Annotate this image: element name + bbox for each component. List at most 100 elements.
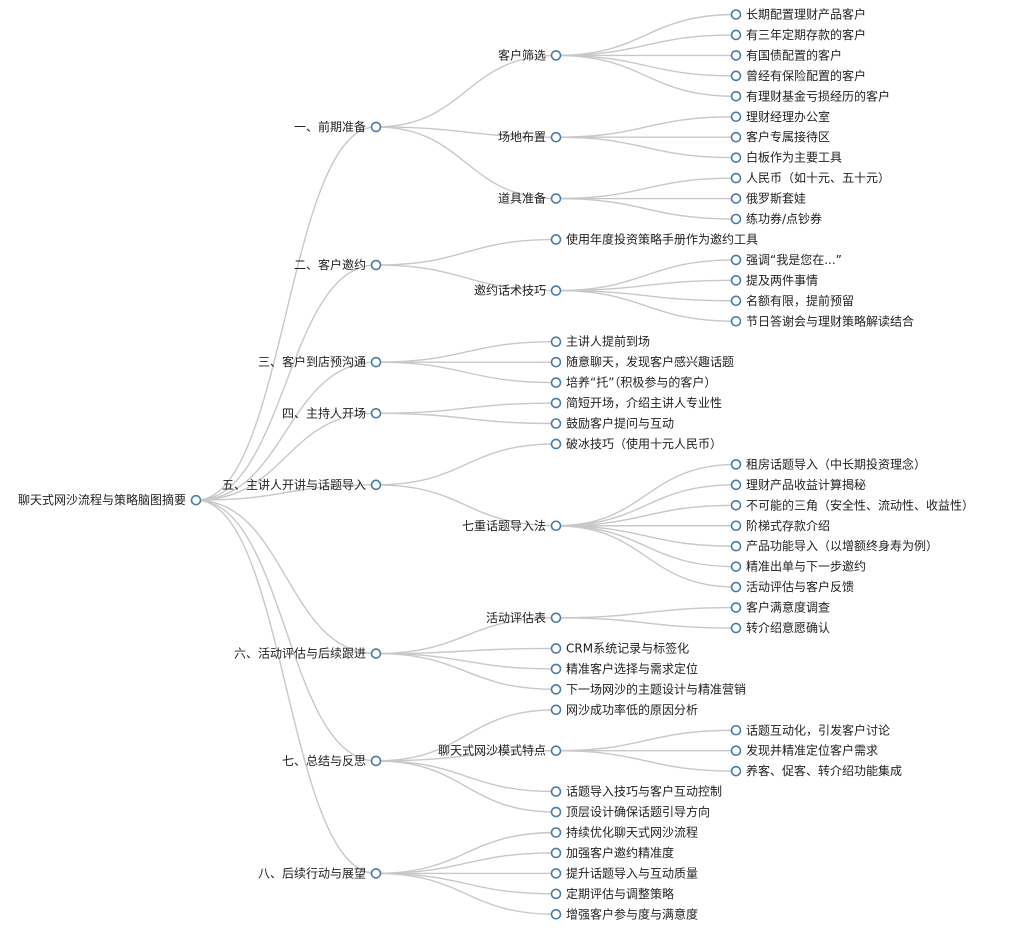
- node-toggle-circle[interactable]: [730, 520, 742, 532]
- mindmap-node[interactable]: 加强客户邀约精准度: [550, 845, 675, 860]
- mindmap-node[interactable]: 节日答谢会与理财策略解读结合: [730, 313, 915, 328]
- mindmap-node[interactable]: 五、主讲人开讲与话题导入: [222, 477, 382, 492]
- node-toggle-circle[interactable]: [370, 121, 382, 133]
- node-toggle-circle[interactable]: [370, 648, 382, 659]
- node-toggle-circle[interactable]: [550, 397, 562, 409]
- mindmap-node[interactable]: 八、后续行动与展望: [258, 866, 382, 880]
- mindmap-node[interactable]: 活动评估表: [486, 611, 562, 625]
- node-toggle-circle[interactable]: [370, 259, 382, 271]
- mindmap-node[interactable]: 租房话题导入（中长期投资理念）: [730, 456, 927, 471]
- node-toggle-circle[interactable]: [730, 172, 742, 184]
- mindmap-node[interactable]: 理财产品收益计算揭秘: [730, 477, 867, 492]
- mindmap-node[interactable]: 一、前期准备: [294, 119, 382, 134]
- node-toggle-circle[interactable]: [550, 847, 562, 859]
- node-toggle-circle[interactable]: [730, 745, 742, 757]
- mindmap-node[interactable]: 鼓励客户提问与互动: [550, 416, 675, 431]
- node-toggle-circle[interactable]: [730, 295, 742, 307]
- mindmap-node[interactable]: 邀约话术技巧: [474, 283, 562, 298]
- node-toggle-circle[interactable]: [550, 193, 562, 204]
- mindmap-node[interactable]: 名额有限，提前预留: [730, 293, 855, 308]
- node-toggle-circle[interactable]: [550, 438, 562, 450]
- node-toggle-circle[interactable]: [550, 806, 562, 818]
- node-toggle-circle[interactable]: [550, 684, 562, 695]
- node-toggle-circle[interactable]: [730, 254, 742, 266]
- node-toggle-circle[interactable]: [550, 888, 562, 900]
- node-toggle-circle[interactable]: [550, 663, 562, 675]
- mindmap-node[interactable]: 长期配置理财产品客户: [730, 7, 867, 22]
- root-node[interactable]: 聊天式网沙流程与策略脑图摘要: [18, 492, 202, 507]
- node-toggle-circle[interactable]: [550, 612, 562, 624]
- node-toggle-circle[interactable]: [730, 29, 742, 41]
- node-toggle-circle[interactable]: [550, 285, 562, 296]
- node-toggle-circle[interactable]: [730, 152, 742, 163]
- mindmap-node[interactable]: 有理财基金亏损经历的客户: [730, 88, 891, 103]
- node-toggle-circle[interactable]: [550, 520, 562, 532]
- mindmap-node[interactable]: 曾经有保险配置的客户: [730, 68, 867, 83]
- node-toggle-circle[interactable]: [370, 755, 382, 767]
- node-toggle-circle[interactable]: [730, 91, 742, 102]
- node-toggle-circle[interactable]: [550, 908, 562, 920]
- node-toggle-circle[interactable]: [550, 336, 562, 348]
- mindmap-node[interactable]: 场地布置: [498, 130, 562, 144]
- mindmap-node[interactable]: 三、客户到店预沟通: [258, 354, 382, 369]
- node-toggle-circle[interactable]: [550, 50, 562, 61]
- mindmap-node[interactable]: 话题导入技巧与客户互动控制: [550, 784, 723, 799]
- node-toggle-circle[interactable]: [730, 70, 742, 82]
- mindmap-node[interactable]: 人民币（如十元、五十元）: [730, 170, 891, 185]
- node-toggle-circle[interactable]: [550, 786, 562, 797]
- node-toggle-circle[interactable]: [550, 356, 562, 368]
- mindmap-node[interactable]: 培养“托”（积极参与的客户）: [550, 375, 717, 390]
- mindmap-node[interactable]: 提及两件事情: [730, 272, 819, 287]
- mindmap-node[interactable]: 产品功能导入（以增额终身寿为例）: [730, 538, 939, 553]
- mindmap-node[interactable]: 增强客户参与度与满意度: [550, 906, 699, 921]
- mindmap-node[interactable]: 使用年度投资策略手册作为邀约工具: [550, 231, 759, 246]
- mindmap-node[interactable]: 顶层设计确保话题引导方向: [550, 804, 711, 819]
- node-toggle-circle[interactable]: [730, 479, 742, 491]
- node-toggle-circle[interactable]: [550, 131, 562, 143]
- mindmap-node[interactable]: 下一场网沙的主题设计与精准营销: [550, 681, 747, 696]
- node-toggle-circle[interactable]: [550, 234, 562, 245]
- node-toggle-circle[interactable]: [550, 643, 562, 654]
- mindmap-node[interactable]: 道具准备: [498, 192, 562, 206]
- mindmap-node[interactable]: 俄罗斯套娃: [730, 192, 807, 206]
- node-toggle-circle[interactable]: [730, 765, 742, 777]
- mindmap-node[interactable]: 持续优化聊天式网沙流程: [550, 825, 699, 840]
- node-toggle-circle[interactable]: [730, 581, 742, 593]
- node-toggle-circle[interactable]: [730, 499, 742, 511]
- mindmap-node[interactable]: 定期评估与调整策略: [550, 886, 675, 901]
- mindmap-node[interactable]: 四、主持人开场: [282, 405, 382, 420]
- node-toggle-circle[interactable]: [730, 315, 742, 327]
- node-toggle-circle[interactable]: [730, 602, 742, 613]
- node-toggle-circle[interactable]: [550, 745, 562, 757]
- mindmap-node[interactable]: 练功券/点钞券: [730, 211, 823, 226]
- mindmap-node[interactable]: 阶梯式存款介绍: [730, 519, 831, 533]
- mindmap-node[interactable]: 发现并精准定位客户需求: [730, 743, 879, 758]
- node-toggle-circle[interactable]: [730, 193, 742, 204]
- mindmap-node[interactable]: 有三年定期存款的客户: [730, 27, 867, 42]
- node-toggle-circle[interactable]: [730, 9, 742, 20]
- mindmap-node[interactable]: CRM系统记录与标签化: [550, 640, 690, 655]
- mindmap-node[interactable]: 六、活动评估与后续跟进: [234, 647, 382, 661]
- node-toggle-circle[interactable]: [730, 111, 742, 123]
- node-toggle-circle[interactable]: [550, 704, 562, 716]
- mindmap-node[interactable]: 七重话题导入法: [462, 519, 562, 533]
- mindmap-node[interactable]: 七、总结与反思: [282, 754, 382, 768]
- mindmap-node[interactable]: 主讲人提前到场: [550, 334, 651, 349]
- node-toggle-circle[interactable]: [550, 868, 562, 879]
- node-toggle-circle[interactable]: [370, 407, 382, 419]
- node-toggle-circle[interactable]: [550, 377, 562, 388]
- mindmap-node[interactable]: 精准客户选择与需求定位: [550, 661, 699, 676]
- mindmap-node[interactable]: 网沙成功率低的原因分析: [550, 702, 699, 717]
- mindmap-node[interactable]: 转介绍意愿确认: [730, 620, 831, 635]
- node-toggle-circle[interactable]: [730, 540, 742, 552]
- node-toggle-circle[interactable]: [730, 50, 742, 61]
- node-toggle-circle[interactable]: [730, 724, 742, 736]
- node-toggle-circle[interactable]: [730, 622, 742, 634]
- mindmap-node[interactable]: 有国债配置的客户: [730, 47, 843, 62]
- mindmap-node[interactable]: 不可能的三角（安全性、流动性、收益性）: [730, 497, 975, 512]
- mindmap-node[interactable]: 二、客户邀约: [294, 257, 382, 272]
- node-toggle-circle[interactable]: [730, 131, 742, 143]
- mindmap-node[interactable]: 白板作为主要工具: [730, 150, 843, 165]
- mindmap-node[interactable]: 强调“我是您在...”: [730, 252, 842, 267]
- mindmap-node[interactable]: 客户筛选: [498, 47, 562, 62]
